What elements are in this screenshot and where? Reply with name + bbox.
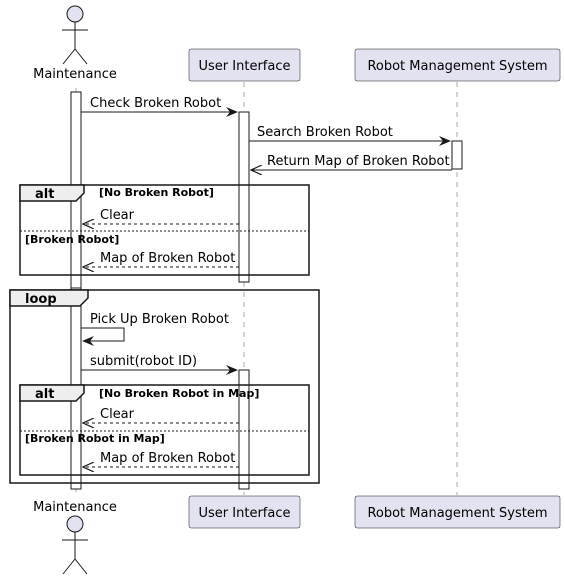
actor-maintenance-top: Maintenance [33,5,117,82]
participant-ui-top: User Interface [188,48,301,82]
message-label: Pick Up Broken Robot [90,312,229,327]
participant-label: User Interface [199,506,291,521]
message-submit: submit(robot ID) [81,354,238,375]
message-clear-1: Clear [83,208,239,224]
message-label: Return Map of Broken Robot [267,154,450,169]
fragment-guard: [Broken Robot] [25,233,119,246]
message-label: Map of Broken Robot [100,451,235,466]
fragment-keyword: alt [35,187,54,202]
participant-rms-top: Robot Management System [354,48,561,82]
activation-rms-1 [451,140,463,170]
fragment-keyword: loop [25,292,57,307]
participant-label: Maintenance [33,500,117,515]
fragment-alt-2: alt [No Broken Robot in Map] [Broken Rob… [19,384,310,476]
participant-ui-bottom: User Interface [188,495,301,529]
participant-label: Robot Management System [367,59,547,74]
participant-rms-bottom: Robot Management System [354,495,561,529]
actor-head-icon [66,5,84,23]
message-map-2: Map of Broken Robot [83,451,239,467]
fragment-keyword: alt [35,387,54,402]
message-label: Check Broken Robot [90,96,221,111]
message-label: submit(robot ID) [90,354,197,369]
actor-maintenance-bottom: Maintenance [33,500,117,575]
participant-label: User Interface [199,59,291,74]
participant-label: Maintenance [33,67,117,82]
message-pick-up: Pick Up Broken Robot [81,312,229,346]
message-label: Clear [100,407,135,422]
participant-label: Robot Management System [367,506,547,521]
message-map-1: Map of Broken Robot [83,251,239,267]
fragment-guard: [No Broken Robot in Map] [99,387,259,400]
activation-ui-1 [238,111,250,283]
message-clear-2: Clear [83,407,239,423]
message-label: Search Broken Robot [257,125,393,140]
message-return-map: Return Map of Broken Robot [251,154,452,170]
message-label: Map of Broken Robot [100,251,235,266]
fragment-loop: loop [9,289,320,484]
fragment-alt-1: alt [No Broken Robot] [Broken Robot] [19,184,310,276]
message-check-broken-robot: Check Broken Robot [81,96,238,117]
fragment-guard: [Broken Robot in Map] [25,432,165,445]
fragment-guard: [No Broken Robot] [99,186,214,199]
actor-head-icon [66,515,84,533]
activation-ui-2 [238,369,250,490]
message-label: Clear [100,208,135,223]
message-search-broken-robot: Search Broken Robot [249,125,451,146]
